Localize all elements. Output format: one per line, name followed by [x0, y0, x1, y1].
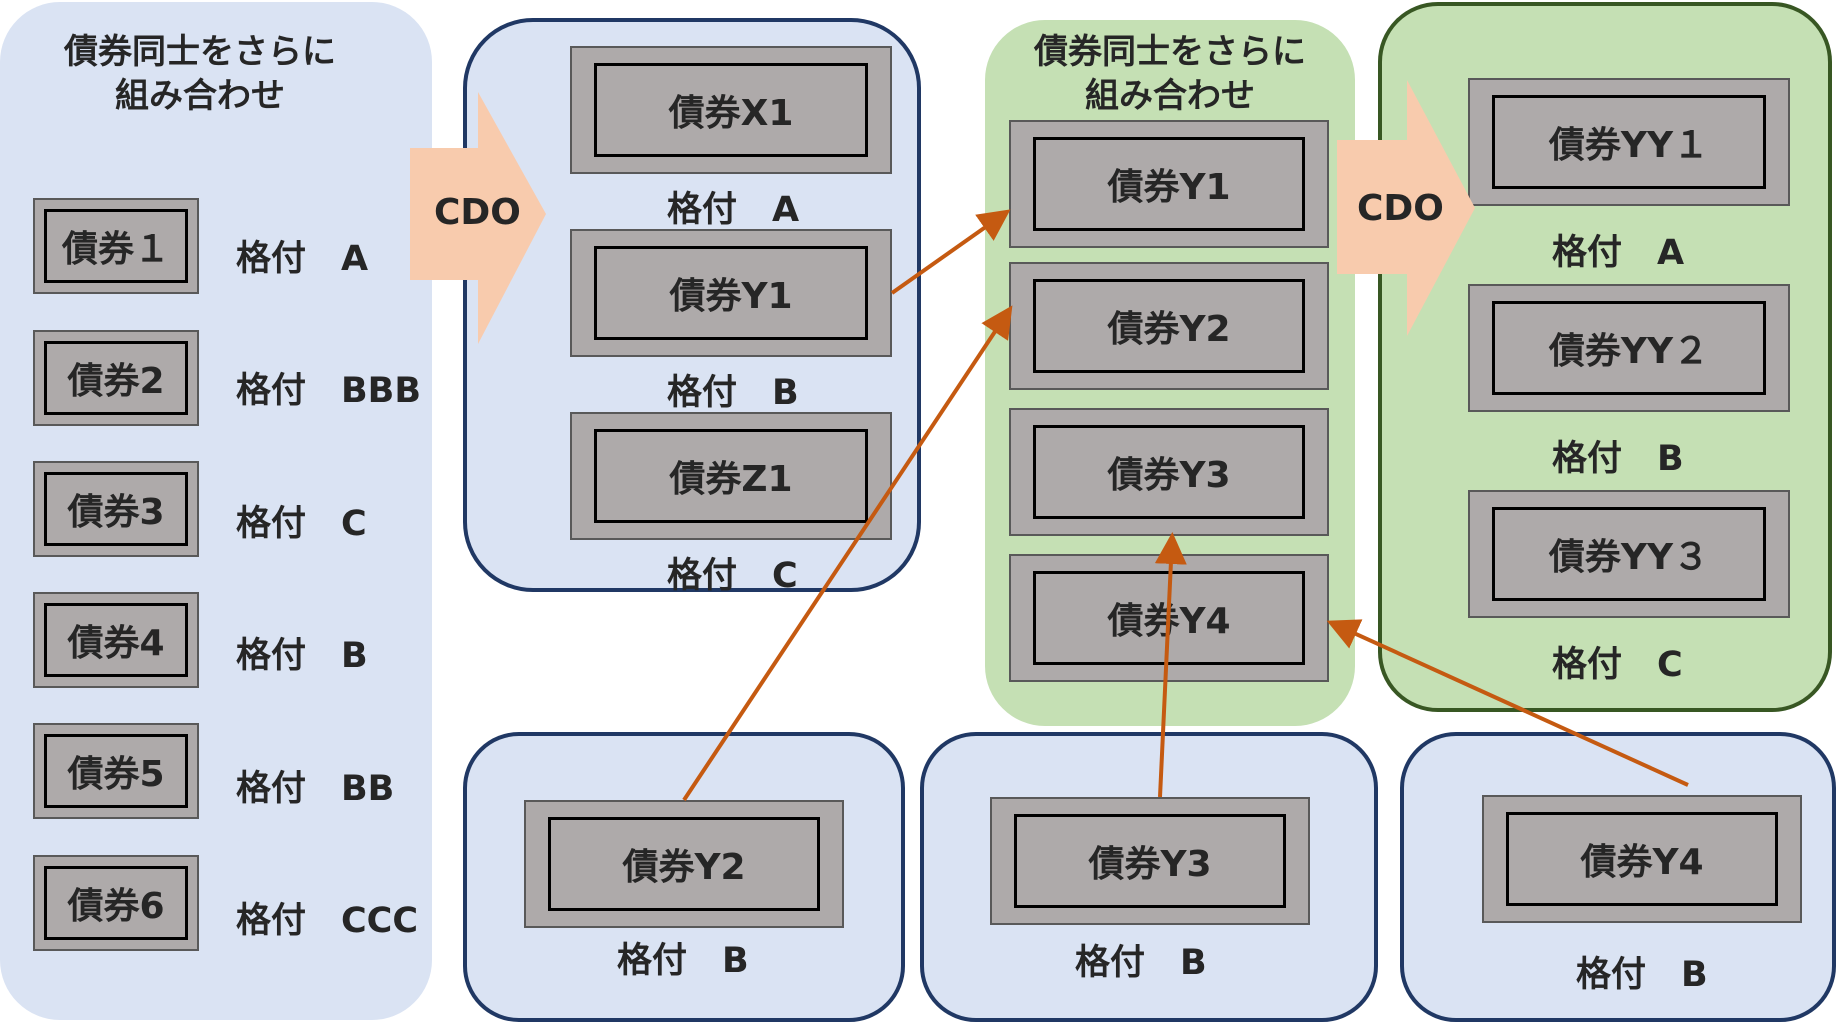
cdo1-bond-y1: 債券Y1	[570, 229, 892, 357]
bottom-bond-y2: 債券Y2	[524, 800, 844, 928]
bond-4-label: 債券4	[67, 623, 165, 664]
cdo2-bond-yy1: 債券YY１	[1468, 78, 1790, 206]
bottom-bond-y2-rating: 格付 B	[617, 941, 749, 981]
cdo1-arrow-label: CDO	[434, 192, 521, 233]
bond-3: 債券3	[33, 461, 199, 557]
bottom-bond-y3-label: 債券Y3	[1088, 844, 1212, 885]
bond-4-rating: 格付 B	[236, 636, 368, 676]
bottom-bond-y4: 債券Y4	[1482, 795, 1802, 923]
cdo1-bond-y1-rating: 格付 B	[667, 373, 799, 413]
cdo1-arrow: CDO	[410, 92, 548, 344]
cdo1-arrow-shape	[410, 92, 546, 344]
cdo1-bond-y1-label: 債券Y1	[669, 276, 793, 317]
middle-bond-y3: 債券Y3	[1009, 408, 1329, 536]
middle-bond-y1-label: 債券Y1	[1107, 167, 1231, 208]
middle-bond-y2-label: 債券Y2	[1107, 309, 1231, 350]
bond-5: 債券5	[33, 723, 199, 819]
left-panel-title-line1: 債券同士をさらに	[64, 32, 336, 72]
middle-bond-y4: 債券Y4	[1009, 554, 1329, 682]
bond-2-rating: 格付 BBB	[236, 371, 422, 411]
cdo2-arrow: CDO	[1337, 80, 1477, 336]
cdo2-bond-yy2-rating: 格付 B	[1552, 439, 1684, 479]
left-panel-title-line2: 組み合わせ	[115, 76, 285, 116]
bond-2-label: 債券2	[67, 361, 165, 402]
cdo2-bond-yy1-rating: 格付 A	[1552, 233, 1685, 273]
cdo2-bond-yy3-label: 債券YY３	[1548, 537, 1710, 578]
bond-1-label: 債券１	[61, 229, 170, 270]
cdo1-bond-z1-rating: 格付 C	[667, 556, 798, 596]
bond-3-label: 債券3	[67, 492, 165, 533]
cdo1-bond-z1-label: 債券Z1	[669, 459, 793, 500]
bond-1-rating: 格付 A	[236, 239, 369, 279]
left-panel-title: 債券同士をさらに 組み合わせ	[0, 30, 400, 118]
middle-bond-y2: 債券Y2	[1009, 262, 1329, 390]
bond-3-rating: 格付 C	[236, 504, 367, 544]
bottom-bond-y4-rating: 格付 B	[1576, 955, 1708, 995]
cdo2-bond-yy3-rating: 格付 C	[1552, 645, 1683, 685]
bond-1: 債券１	[33, 198, 199, 294]
cdo2-bond-yy1-label: 債券YY１	[1548, 125, 1710, 166]
cdo1-bond-x1: 債券X1	[570, 46, 892, 174]
middle-panel-title-line1: 債券同士をさらに	[1034, 32, 1306, 72]
middle-panel-title: 債券同士をさらに 組み合わせ	[985, 30, 1355, 118]
bond-2: 債券2	[33, 330, 199, 426]
bond-6-label: 債券6	[67, 886, 165, 927]
bond-6: 債券6	[33, 855, 199, 951]
cdo2-bond-yy2-label: 債券YY２	[1548, 331, 1710, 372]
cdo2-bond-yy2: 債券YY２	[1468, 284, 1790, 412]
middle-bond-y3-label: 債券Y3	[1107, 455, 1231, 496]
middle-bond-y4-label: 債券Y4	[1107, 601, 1231, 642]
middle-panel-title-line2: 組み合わせ	[1085, 76, 1255, 116]
bond-6-rating: 格付 CCC	[236, 901, 419, 941]
cdo2-bond-yy3: 債券YY３	[1468, 490, 1790, 618]
bottom-bond-y3-rating: 格付 B	[1075, 943, 1207, 983]
bottom-bond-y2-label: 債券Y2	[622, 847, 746, 888]
cdo2-arrow-label: CDO	[1357, 188, 1444, 229]
middle-bond-y1: 債券Y1	[1009, 120, 1329, 248]
bond-5-label: 債券5	[67, 754, 165, 795]
bottom-bond-y3: 債券Y3	[990, 797, 1310, 925]
cdo1-bond-z1: 債券Z1	[570, 412, 892, 540]
bottom-bond-y4-label: 債券Y4	[1580, 842, 1704, 883]
bond-5-rating: 格付 BB	[236, 769, 395, 809]
cdo1-bond-x1-label: 債券X1	[668, 93, 794, 134]
cdo2-arrow-shape	[1337, 80, 1475, 336]
bond-4: 債券4	[33, 592, 199, 688]
cdo1-bond-x1-rating: 格付 A	[667, 190, 800, 230]
